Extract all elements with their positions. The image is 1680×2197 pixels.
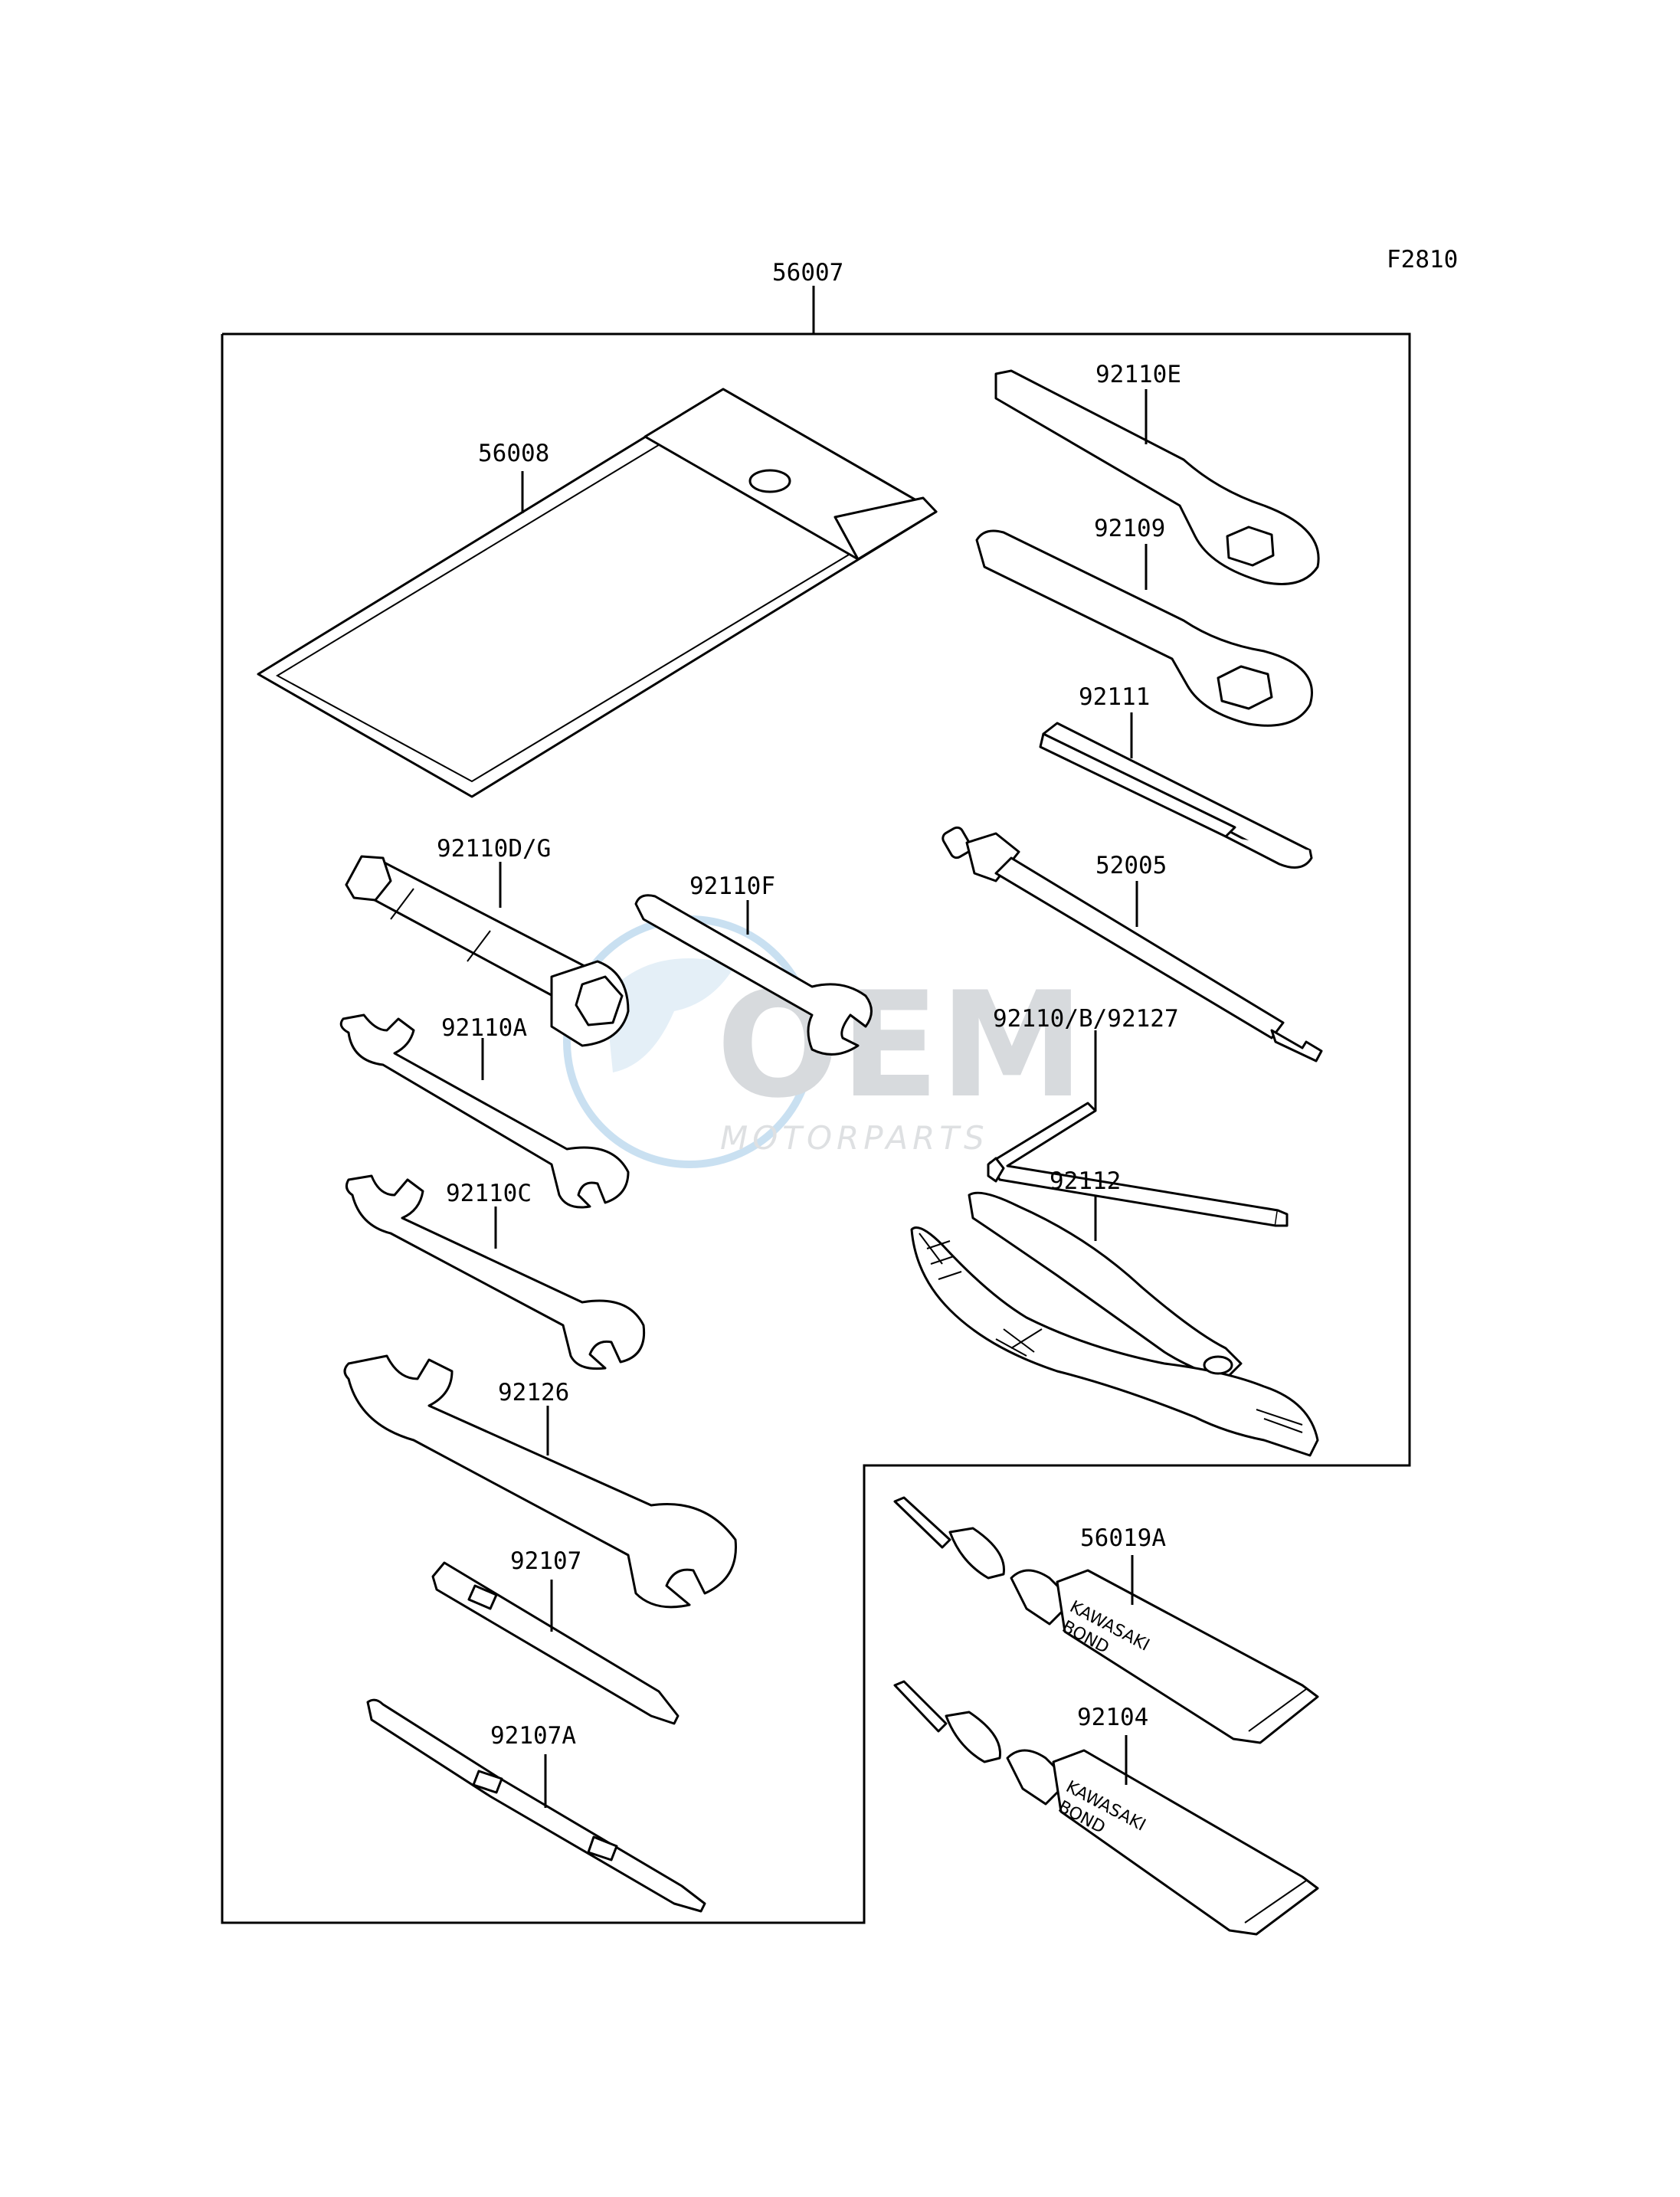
- open-end-wrench-icon[interactable]: [634, 894, 873, 1056]
- watermark-sub: MOTORPARTS: [720, 1119, 989, 1157]
- label-92110A[interactable]: 92110A: [441, 1014, 527, 1042]
- label-92109[interactable]: 92109: [1094, 515, 1165, 542]
- label-92126[interactable]: 92126: [498, 1379, 569, 1406]
- pliers-icon[interactable]: [910, 1191, 1319, 1457]
- label-92110F[interactable]: 92110F: [689, 873, 775, 900]
- screwdriver-bit-icon[interactable]: [366, 1698, 706, 1913]
- bond-tube-icon[interactable]: KAWASAKI BOND: [893, 1496, 1319, 1744]
- hex-key-icon[interactable]: [987, 1030, 1289, 1227]
- label-92110DG[interactable]: 92110D/G: [437, 835, 551, 863]
- label-52005[interactable]: 52005: [1095, 852, 1167, 879]
- figure-code: F2810: [1387, 246, 1458, 273]
- label-56007[interactable]: 56007: [772, 259, 843, 286]
- open-end-wrench-icon[interactable]: [339, 1013, 630, 1209]
- box-wrench-icon[interactable]: [975, 529, 1313, 727]
- bond-tube-icon[interactable]: KAWASAKI BOND: [893, 1680, 1319, 1936]
- watermark: OEM MOTORPARTS: [563, 915, 1084, 1168]
- tool-bag-icon[interactable]: [257, 388, 938, 798]
- label-92107A[interactable]: 92107A: [490, 1722, 576, 1750]
- label-92110C[interactable]: 92110C: [446, 1180, 532, 1207]
- spark-plug-socket-icon[interactable]: [345, 855, 630, 1047]
- label-56008[interactable]: 56008: [478, 440, 549, 467]
- open-end-wrench-icon[interactable]: [343, 1354, 737, 1609]
- label-92104[interactable]: 92104: [1077, 1704, 1148, 1731]
- assembly-frame: 56007: [221, 259, 1411, 1924]
- open-end-wrench-icon[interactable]: [345, 1174, 646, 1370]
- label-92112[interactable]: 92112: [1050, 1167, 1121, 1195]
- box-wrench-icon[interactable]: [994, 369, 1320, 585]
- label-92110B[interactable]: 92110/B/92127: [993, 1005, 1179, 1033]
- extension-bar-icon[interactable]: [1039, 712, 1313, 869]
- label-92107[interactable]: 92107: [510, 1547, 581, 1575]
- screwdriver-bit-icon[interactable]: [431, 1561, 680, 1725]
- label-92111[interactable]: 92111: [1079, 683, 1150, 711]
- label-92110E[interactable]: 92110E: [1095, 361, 1181, 388]
- spark-plug-tool-icon[interactable]: [941, 825, 1323, 1062]
- label-56019A[interactable]: 56019A: [1080, 1524, 1166, 1552]
